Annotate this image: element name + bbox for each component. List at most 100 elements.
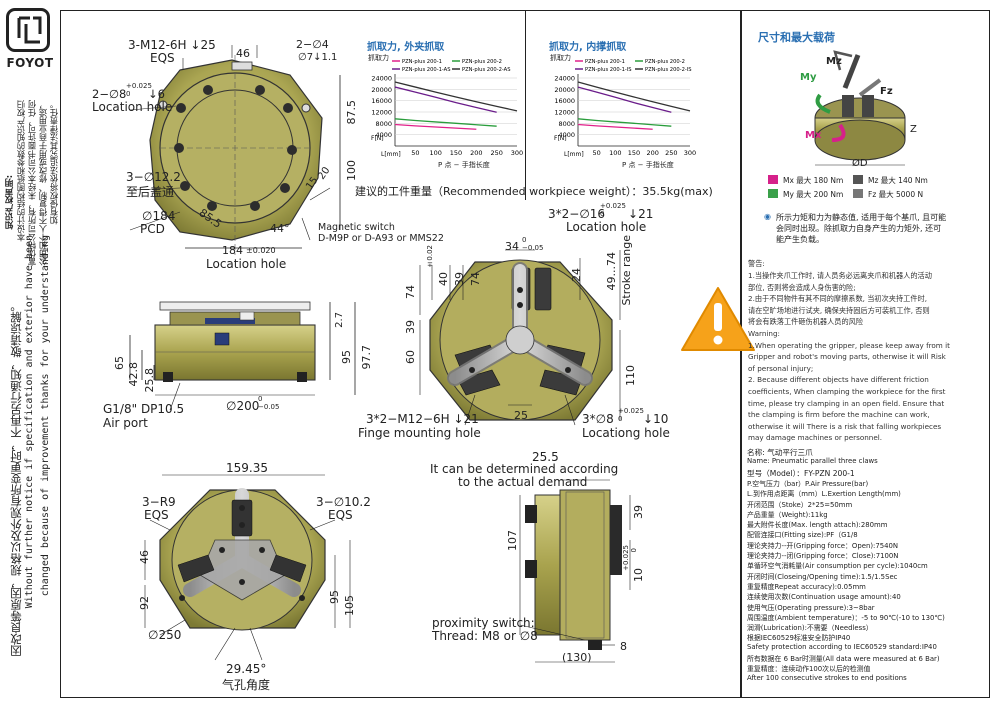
prox-line-2: Thread: M8 or ∅8	[432, 629, 538, 643]
hole-2-depth: ∅7↓1.1	[298, 52, 338, 63]
spec-line: 型号（Model）：FY-PZN 200-1	[747, 468, 855, 478]
chart-legend-label: PZN-plus 200-2	[645, 59, 685, 65]
chart-y-tick-label: 20000	[371, 86, 392, 94]
dim-34-tol-b: −0.05	[522, 244, 544, 252]
chart-outer-title: 抓取力, 外夹抓取	[367, 42, 445, 53]
pin-tol-top: +0.025	[126, 82, 152, 90]
magnetic-switch: Magnetic switch	[318, 222, 395, 233]
right-side-view	[519, 479, 631, 663]
through-cn: 至后盖通	[126, 185, 175, 199]
chart-y-axis-label: F[N]	[371, 135, 384, 142]
d200-tol-top: 0	[258, 395, 263, 403]
dim-92: 92	[138, 596, 151, 610]
d200: ∅200	[226, 399, 260, 413]
air-port-thread: G1/8" DP10.5	[103, 402, 185, 416]
spec-line: 开闭范围（Stoke）2*25=50mm	[747, 500, 853, 509]
legend-fz: Fz 最大 5000 N	[868, 190, 924, 199]
pin-3x2: 3*2−∅16	[548, 207, 606, 221]
chart-x-tick-label: 150	[450, 149, 462, 157]
chart-inner-title: 抓取力, 内撑抓取	[549, 42, 627, 53]
note-line-1: It can be determined according	[430, 462, 619, 476]
chart-legend-label: PZN-plus 200-1-IS	[585, 67, 632, 73]
chart-x-tick-label: 50	[411, 149, 419, 157]
chart-legend-label: PZN-plus 200-2-IS	[645, 67, 692, 73]
spec-line: 根据IEC60529标准安全防护IP40	[747, 634, 851, 643]
chart-divider	[525, 10, 526, 200]
warning-line: Warning:	[748, 329, 780, 338]
chart-y-tick-label: 16000	[371, 97, 392, 105]
label-mz: Mz	[826, 56, 842, 67]
chart-legend-label: PZN-plus 200-1	[402, 59, 442, 65]
chart-x-axis-label: L[mm]	[564, 151, 584, 158]
brand-name: FOYOT	[6, 56, 54, 70]
warning-line: time, please try clamping in an open fie…	[748, 398, 945, 408]
warning-line: 2.由于不同物件有其不同的摩擦系数, 当初次夹持工件时,	[748, 294, 928, 304]
legend-mx: Mx 最大 180 Nm	[783, 176, 844, 185]
stroke-range: Stroke range	[620, 235, 633, 306]
prox-line-1: proximity switch:	[432, 616, 535, 630]
loc-pin-depth: ↓10	[643, 412, 669, 426]
tol-002: ±0.02	[426, 245, 434, 269]
chart-legend-label: PZN-plus 200-1-AS	[402, 67, 450, 73]
legend-mx-swatch	[768, 175, 778, 184]
spec-line: 开闭时间(Closeing/Opening time):1.5/1.5Sec	[747, 572, 898, 581]
pin-2-d8: 2−∅8	[92, 87, 127, 101]
chart-outer-ylabel: 抓取力	[368, 54, 389, 62]
air-port-label: Air port	[103, 416, 148, 430]
pin-3x2-depth: ↓21	[628, 207, 654, 221]
dim-25-8: 25.8	[143, 368, 156, 393]
chart-series-line	[394, 86, 497, 113]
chart-x-tick-label: 200	[470, 149, 482, 157]
warning-line: Gripper and robot's moving parts, otherw…	[748, 352, 946, 362]
dim-95-side: 95	[340, 350, 353, 364]
dim-46-top: 46	[236, 47, 250, 60]
chart-y-tick-label: 8000	[375, 120, 392, 128]
angle-29: 29.45°	[226, 662, 267, 676]
dim-10-right: 10	[632, 568, 645, 582]
dim-34: 34	[505, 240, 519, 253]
chart-y-tick-label: 16000	[554, 97, 575, 105]
thread-eqs-label: 3-M12-6H ↓25	[128, 38, 216, 52]
eqs-r9: EQS	[144, 508, 169, 522]
legend-my-swatch	[768, 189, 778, 198]
dim-39a: 39	[453, 272, 466, 286]
chart-x-tick-label: 100	[429, 149, 441, 157]
chart-x-tick-label: 50	[593, 149, 601, 157]
spec-line: 理论夹持力--闭(Gripping force：Close):7100N	[747, 552, 899, 560]
dim-110: 110	[624, 365, 637, 386]
label-z: Z	[910, 124, 917, 135]
pin-3x2-tol: +0.025	[600, 202, 626, 210]
chart-x-tick-label: 250	[665, 149, 677, 157]
side-view	[129, 301, 356, 411]
dim-65: 65	[113, 356, 126, 370]
spec-line: After 100 consecutive strokes to end pos…	[747, 673, 907, 682]
legend-mz-swatch	[853, 175, 863, 184]
note-line-2: to the actual demand	[458, 475, 588, 489]
chart-y-tick-label: 12000	[371, 109, 392, 117]
label-d: ØD	[852, 158, 868, 169]
load-panel-title: 尺寸和最大载荷	[758, 31, 835, 44]
chart-series-line	[577, 86, 672, 113]
d250: ∅250	[148, 628, 182, 642]
finge-label: Finge mounting hole	[358, 426, 481, 440]
spec-line: 配管连接口(Fitting size):PF（G1/8	[747, 531, 858, 540]
top-view	[129, 45, 341, 255]
chart-series-line	[577, 81, 691, 112]
chart-y-tick-label: 24000	[371, 75, 392, 83]
angle-cn: 气孔角度	[222, 678, 271, 692]
spec-line: Safety protection according to IEC60529 …	[747, 642, 937, 651]
load-note-3: 能产生负载。	[776, 235, 824, 244]
chart-inner-xnote: P 点 − 手指长度	[622, 161, 674, 169]
pin-depth: ↓6	[148, 87, 165, 101]
dim-10-tol-t: +0.025	[622, 545, 630, 571]
pin-3x2-tol-b: 0	[600, 210, 605, 218]
d200-tol-bot: −0.05	[258, 403, 280, 411]
load-note-2: 会同时出现。除抓取力自身产生的力矩外, 还可	[776, 224, 942, 233]
dim-2-7: 2.7	[334, 312, 345, 328]
spec-line: 润滑(Lubrication):不需要（Needless）	[747, 624, 873, 633]
recommended-weight: 建议的工件重量（Recommended workpiece weight）：35…	[355, 185, 713, 198]
